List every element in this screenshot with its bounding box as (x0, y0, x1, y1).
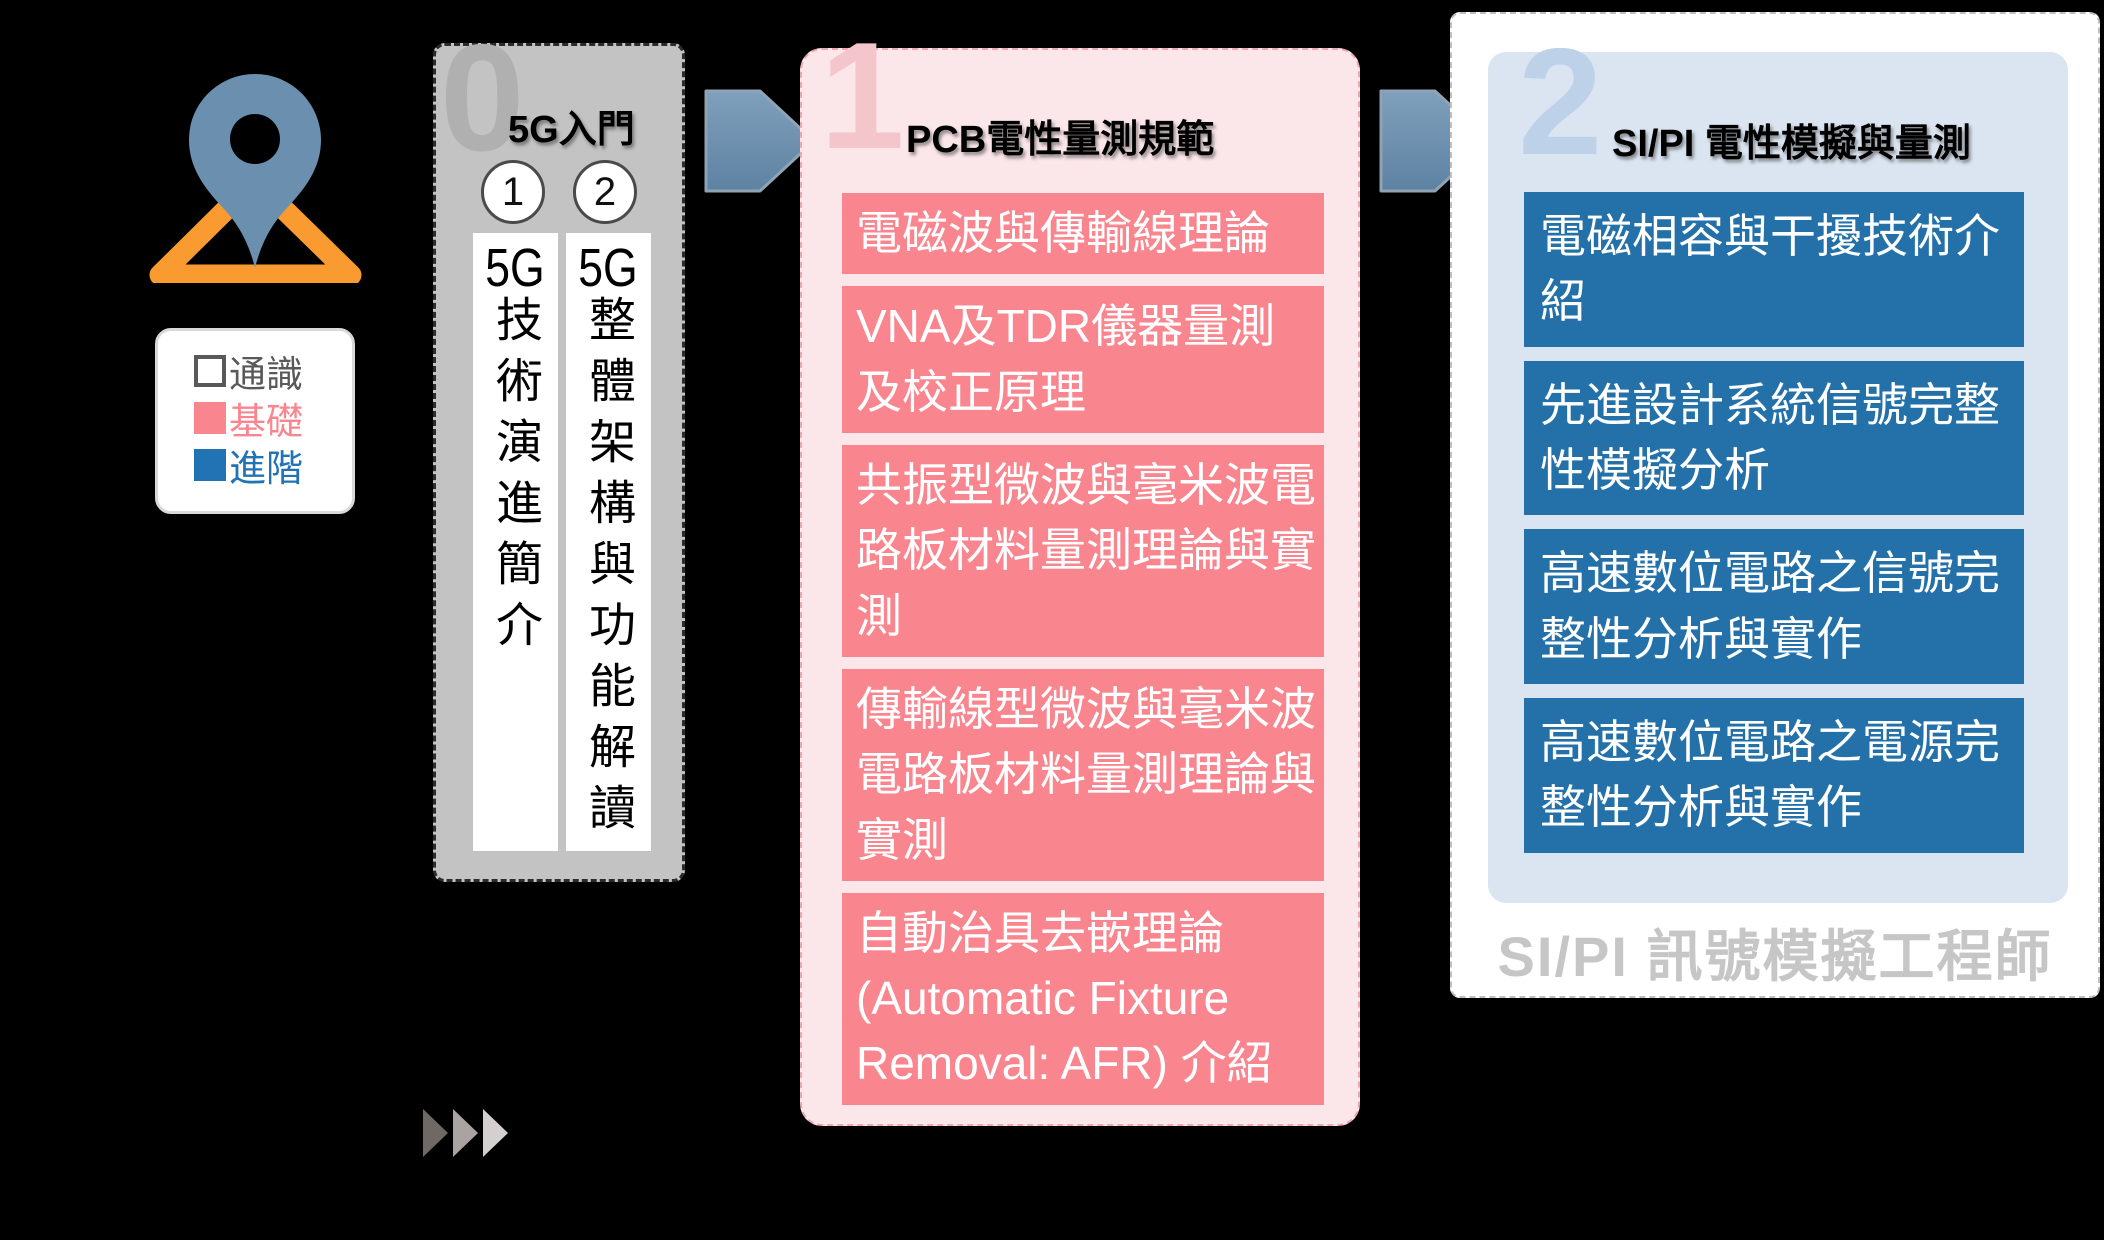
stage0-watermark: 0 (440, 13, 525, 183)
stage2-sipi-card: 2 SI/PI 電性模擬與量測 電磁相容與干擾技術介紹 先進設計系統信號完整性模… (1488, 26, 2068, 903)
legend-swatch-general (194, 354, 226, 387)
legend-label-basic: 基礎 (229, 400, 303, 442)
stage0-title: 5G入門 (508, 109, 635, 151)
course-body: 技術演進簡介 (489, 295, 542, 661)
course-item: 傳輸線型微波與毫米波電路板材料量測理論與實測 (842, 668, 1324, 881)
stage1-pcb-card: 1 PCB電性量測規範 電磁波與傳輸線理論 VNA及TDR儀器量測及校正原理 共… (800, 20, 1360, 1126)
legend-swatch-advanced (194, 448, 226, 481)
stage1-watermark: 1 (820, 11, 905, 181)
stage2-title: SI/PI 電性模擬與量測 (1612, 123, 1971, 165)
course-number-badge-1: 1 (481, 160, 545, 224)
stage2-course-list: 電磁相容與干擾技術介紹 先進設計系統信號完整性模擬分析 高速數位電路之信號完整性… (1524, 192, 2024, 867)
legend-swatch-basic (194, 401, 226, 434)
course-column-5g-evolution: 5G技術演進簡介 (473, 233, 558, 851)
course-number-1: 1 (501, 169, 525, 214)
course-item: 高速數位電路之信號完整性分析與實作 (1524, 529, 2024, 684)
legend-row-basic: 基礎 (194, 394, 352, 442)
flow-arrow-1-icon (704, 89, 816, 193)
stage1-title: PCB電性量測規範 (906, 119, 1215, 161)
course-number-2: 2 (593, 169, 617, 214)
location-pin-icon (140, 48, 370, 286)
course-item: 共振型微波與毫米波電路板材料量測理論與實測 (842, 444, 1324, 657)
stage1-course-list: 電磁波與傳輸線理論 VNA及TDR儀器量測及校正原理 共振型微波與毫米波電路板材… (842, 193, 1324, 1117)
next-chevrons-icon (423, 1109, 508, 1157)
legend-label-advanced: 進階 (229, 447, 303, 489)
course-item: 自動治具去嵌理論(Automatic Fixture Removal: AFR)… (842, 892, 1324, 1105)
stage0-5g-intro-card: 0 5G入門 1 2 5G技術演進簡介 5G整體架構與功能解讀 (433, 22, 685, 882)
orange-base-triangle (149, 170, 362, 286)
course-item: 高速數位電路之電源完整性分析與實作 (1524, 697, 2024, 853)
course-item: 電磁波與傳輸線理論 (842, 193, 1324, 275)
course-item: 電磁相容與干擾技術介紹 (1524, 192, 2024, 347)
legend-row-general: 通識 (194, 347, 352, 395)
course-prefix: 5G (485, 241, 545, 295)
career-label: SI/PI 訊號模擬工程師 (1497, 925, 2053, 988)
stage2-watermark: 2 (1518, 17, 1603, 187)
blue-pin-shape (189, 74, 321, 268)
course-column-5g-architecture: 5G整體架構與功能解讀 (566, 233, 651, 851)
legend-row-advanced: 進階 (194, 441, 352, 489)
course-number-badge-2: 2 (573, 160, 637, 224)
course-item: 先進設計系統信號完整性模擬分析 (1524, 360, 2024, 516)
course-body: 整體架構與功能解讀 (582, 295, 635, 844)
stage2-panel: 2 SI/PI 電性模擬與量測 電磁相容與干擾技術介紹 先進設計系統信號完整性模… (1450, 12, 2100, 998)
course-item: VNA及TDR儀器量測及校正原理 (842, 286, 1324, 433)
legend-label-general: 通識 (229, 353, 303, 395)
legend: 通識 基礎 進階 (155, 328, 355, 514)
course-prefix: 5G (578, 241, 638, 295)
pin-svg (149, 74, 362, 286)
